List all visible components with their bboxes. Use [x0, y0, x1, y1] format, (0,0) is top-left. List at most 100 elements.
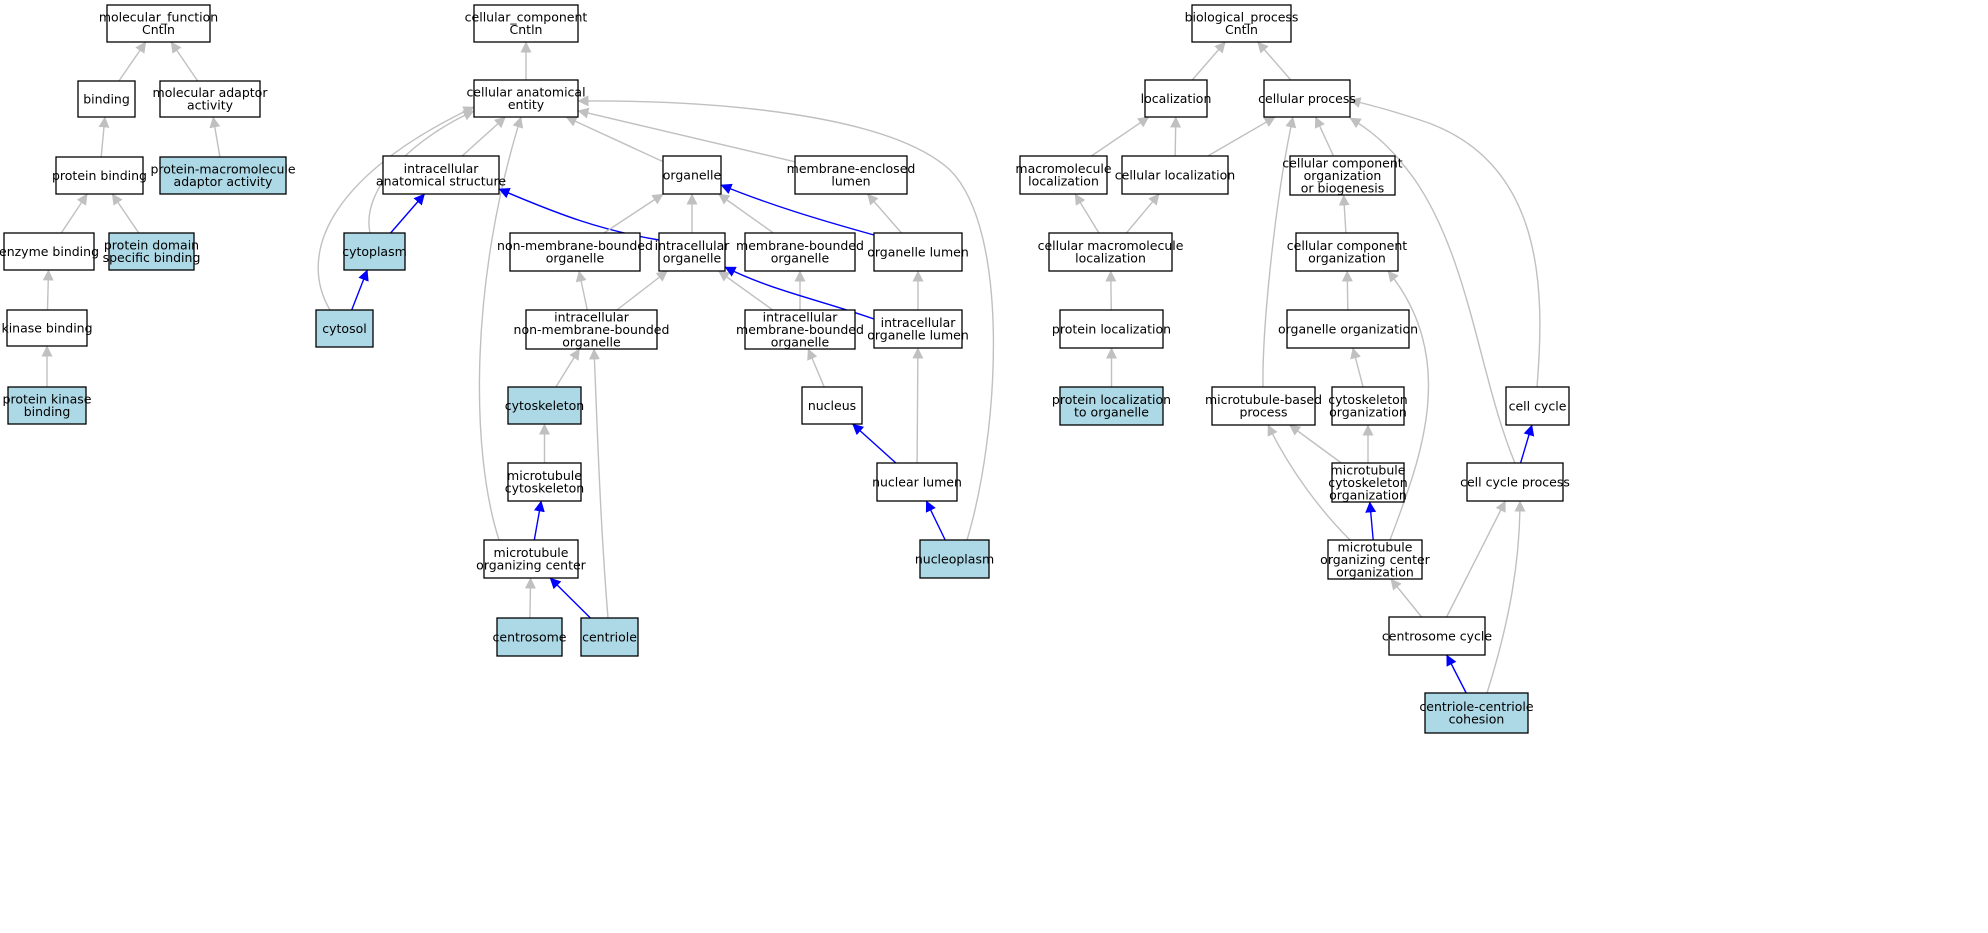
term-node-cellCycle[interactable]: cell cycle — [1505, 386, 1570, 426]
term-label-line: non-membrane-bounded — [497, 238, 653, 253]
term-label-line: cytoskeleton — [1328, 392, 1407, 407]
edge-centrosome-to-mtoc — [524, 577, 536, 619]
edge-ccProcess-to-cellCycle — [1519, 424, 1535, 464]
term-node-protLoc[interactable]: protein localization — [1052, 309, 1171, 349]
edge-line — [60, 193, 88, 234]
edge-line — [925, 500, 946, 541]
term-node-cytoskeleton[interactable]: cytoskeleton — [505, 386, 584, 425]
term-box — [6, 309, 88, 347]
edge-line — [478, 116, 524, 541]
term-node-organelle[interactable]: organelle — [662, 155, 722, 195]
edge-line — [549, 577, 591, 619]
term-box — [382, 155, 500, 195]
term-node-cytoplasm[interactable]: cytoplasm — [342, 232, 407, 271]
edge-intraNonMemOrg-to-nonMemOrg — [575, 270, 588, 311]
term-node-binding[interactable]: binding — [77, 80, 136, 118]
term-node-localization[interactable]: localization — [1141, 79, 1212, 118]
edge-mtocOrg-to-mtCytoOrg — [1365, 501, 1377, 541]
term-label-line: organization — [1308, 251, 1386, 266]
term-node-centriole[interactable]: centriole — [580, 617, 639, 657]
term-node-intraNonMemOrg[interactable]: intracellularnon-membrane-boundedorganel… — [514, 309, 670, 350]
term-box — [1019, 155, 1108, 195]
edge-line — [577, 95, 995, 541]
edge-line — [1267, 424, 1351, 541]
term-node-orgOrg[interactable]: organelle organization — [1278, 309, 1418, 349]
edge-line — [1390, 578, 1423, 618]
term-node-cellProcess[interactable]: cellular process — [1258, 79, 1356, 118]
term-box — [1331, 462, 1405, 503]
term-label-line: organelle — [771, 334, 830, 349]
term-box — [473, 79, 579, 118]
term-box — [159, 80, 261, 118]
term-node-nucleoplasm[interactable]: nucleoplasm — [915, 539, 994, 579]
edge-line — [852, 423, 897, 464]
term-box — [7, 386, 87, 425]
edge-line — [317, 106, 475, 311]
term-box — [159, 156, 287, 195]
edge-binding-to-mf — [118, 41, 147, 82]
edge-protMacroAdaptor-to-molAdaptor — [209, 116, 221, 158]
term-label-line: cytosol — [322, 321, 366, 336]
term-box — [580, 617, 639, 657]
edge-memBoundOrg-to-organelle — [718, 193, 774, 234]
edge-line — [718, 193, 774, 234]
term-node-cellLoc[interactable]: cellular localization — [1115, 155, 1235, 195]
edge-cellProcess-to-bp — [1257, 41, 1292, 81]
edge-line — [111, 193, 140, 234]
term-box — [509, 232, 641, 272]
edge-line — [1191, 41, 1226, 81]
term-node-centCycle[interactable]: centrosome cycle — [1382, 616, 1493, 656]
term-node-centrosome[interactable]: centrosome — [493, 617, 567, 657]
edge-ias-to-cae — [461, 116, 506, 157]
edge-intraNonMemOrg-to-intraOrg — [616, 270, 668, 311]
edge-line — [575, 270, 588, 311]
term-label-line: Cntln — [142, 22, 175, 37]
edge-protBinding-to-binding — [98, 116, 110, 158]
term-node-protBinding[interactable]: protein binding — [52, 156, 147, 195]
term-label-line: cellular component — [1282, 155, 1402, 170]
edge-localization-to-bp — [1191, 41, 1226, 81]
term-node-enzBinding[interactable]: enzyme binding — [0, 232, 99, 271]
term-node-ccProcess[interactable]: cell cycle process — [1460, 462, 1570, 502]
term-node-nucleus[interactable]: nucleus — [801, 386, 863, 425]
edge-cytosol-to-cae — [317, 106, 475, 311]
term-node-nuclearLumen[interactable]: nuclear lumen — [872, 462, 962, 502]
term-label-line: cytoskeleton — [505, 481, 584, 496]
edge-line — [1257, 41, 1292, 81]
term-box — [1059, 309, 1164, 349]
edge-macroLoc-to-localization — [1091, 116, 1150, 157]
term-box — [3, 232, 95, 271]
edge-cytosol-to-cytoplasm — [351, 269, 369, 311]
term-node-cytosol[interactable]: cytosol — [315, 309, 374, 348]
term-node-orgLumen[interactable]: organelle lumen — [867, 232, 969, 272]
term-label-line: cytoskeleton — [505, 398, 584, 413]
term-node-kinaseBinding[interactable]: kinase binding — [1, 309, 93, 347]
